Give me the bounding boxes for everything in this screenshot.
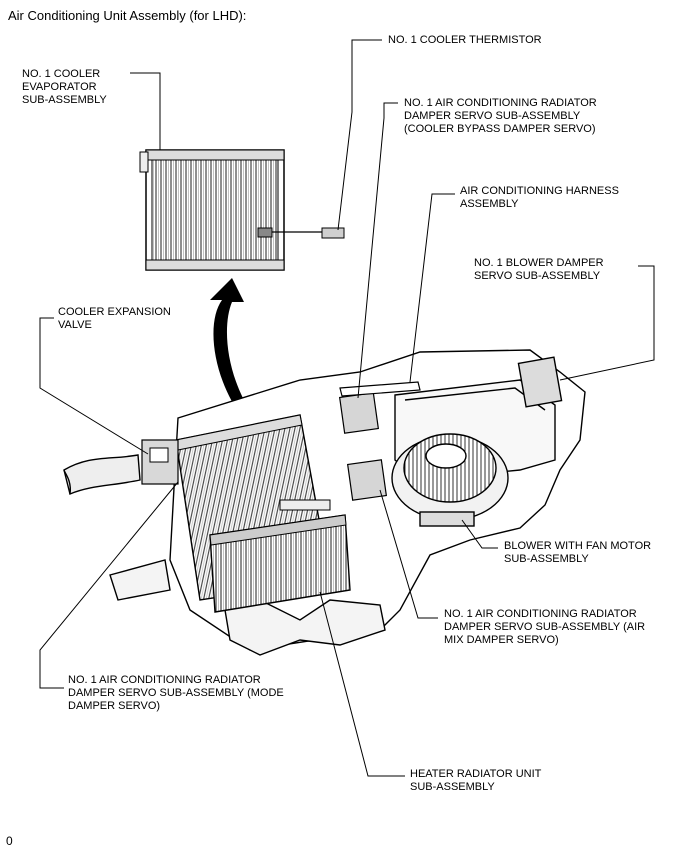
label-bypass-damper-servo: NO. 1 AIR CONDITIONING RADIATOR DAMPER S… — [404, 97, 597, 135]
leader-lines — [39, 39, 655, 777]
label-harness-assembly: AIR CONDITIONING HARNESS ASSEMBLY — [460, 185, 619, 210]
removal-arrow — [210, 278, 252, 420]
diagram-title: Air Conditioning Unit Assembly (for LHD)… — [8, 8, 247, 23]
label-blower-damper-servo: NO. 1 BLOWER DAMPER SERVO SUB-ASSEMBLY — [474, 257, 604, 282]
label-air-mix-damper-servo: NO. 1 AIR CONDITIONING RADIATOR DAMPER S… — [444, 608, 646, 646]
label-heater-radiator: HEATER RADIATOR UNIT SUB-ASSEMBLY — [410, 768, 542, 793]
label-blower-fan-motor: BLOWER WITH FAN MOTOR SUB-ASSEMBLY — [504, 540, 652, 565]
label-cooler-expansion-valve: COOLER EXPANSION VALVE — [58, 306, 171, 331]
label-cooler-thermistor: NO. 1 COOLER THERMISTOR — [388, 34, 542, 46]
center-servos — [338, 381, 421, 501]
evaporator-detail — [139, 149, 345, 271]
heater-radiator-installed — [209, 499, 351, 613]
label-mode-damper-servo: NO. 1 AIR CONDITIONING RADIATOR DAMPER S… — [68, 674, 284, 712]
label-cooler-evaporator: NO. 1 COOLER EVAPORATOR SUB-ASSEMBLY — [22, 68, 107, 106]
figure-code: 0 — [6, 834, 13, 848]
